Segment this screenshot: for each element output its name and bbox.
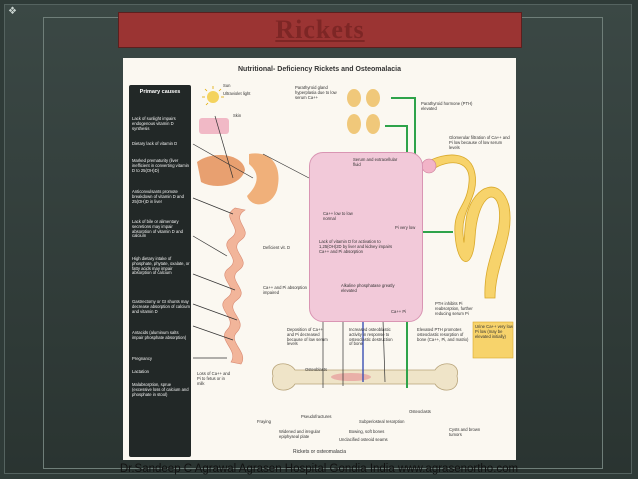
sun-rays xyxy=(202,86,224,106)
skin-graphic xyxy=(199,118,229,134)
label-glomerular: Glomerular filtration of Ca++ and Pi low… xyxy=(449,135,510,150)
urine-box xyxy=(472,321,514,359)
label-osteoblasts: Osteoblasts xyxy=(305,367,328,372)
cause-item: High dietary intake of phosphate, phytat… xyxy=(132,256,190,276)
label-vitd: Lack of vitamin D for activation to 1,25… xyxy=(319,239,393,254)
label-urine: Urine Ca++ very low Pi low (may be eleva… xyxy=(475,324,513,339)
label-pseudofractures: Pseudofractures xyxy=(301,414,332,419)
parathyroid-gland-2 xyxy=(366,89,380,107)
label-parathyroid: Parathyroid gland hyperplasia due to low… xyxy=(295,85,337,100)
kidney-tubule-graphic xyxy=(426,154,511,299)
cause-item: Lack of bile or alimentary secretions ma… xyxy=(132,219,183,239)
parathyroid-gland-4 xyxy=(366,114,380,134)
label-unclacified: Unclacified osteoid seams xyxy=(339,437,388,442)
title-banner: Rickets xyxy=(118,12,522,48)
slide-footer: Dr.Sandeep C Agrawal Agrasen Hospital Go… xyxy=(119,463,519,475)
label-elevated-pth: Elevated PTH promotes osteoclastic resor… xyxy=(417,327,469,342)
cause-item: Lack of sunlight impairs endogenous vita… xyxy=(132,116,176,131)
illustration-graphics xyxy=(192,86,514,391)
sun-icon xyxy=(207,91,219,103)
label-bowing: Bowing, soft bones xyxy=(349,429,385,434)
label-fraying: Fraying xyxy=(257,419,271,424)
primary-causes-panel: Primary causes Lack of sunlight impairs … xyxy=(129,85,191,457)
label-widened: Widened and irregular epiphyseal plate xyxy=(279,429,321,439)
label-absorption: Ca++ and Pi absorption impaired xyxy=(263,285,307,295)
label-deposition: Deposition of Ca++ and Pi decreased beca… xyxy=(287,327,328,347)
label-pi-low: Pi very low xyxy=(395,225,416,230)
cause-item: Pregnancy xyxy=(132,356,153,361)
cause-item: Anticonvulsants promote breakdown of vit… xyxy=(132,189,184,204)
label-subperiosteal: Subperiosteal resorption xyxy=(359,419,405,424)
cause-item: Marked prematurity (liver inefficient in… xyxy=(132,158,189,173)
label-pth-inhibits: PTH inhibits Pi reabsorption, further re… xyxy=(435,301,473,316)
cause-item: Gastrectomy or GI shunts may decrease ab… xyxy=(132,299,190,314)
label-uv: Ultraviolet light xyxy=(223,91,251,96)
label-osteoclasts: Osteoclasts xyxy=(409,409,431,414)
cause-item: Lactation xyxy=(132,369,149,374)
serum-compartment xyxy=(309,152,423,322)
cause-item: Dietary lack of vitamin D xyxy=(132,141,178,146)
cause-item: Antacids (aluminum salts impair phosphat… xyxy=(132,330,187,340)
label-ca-pi: Ca++ Pi xyxy=(391,309,407,314)
bone-marrow-graphic xyxy=(331,373,371,381)
label-alk: Alkaline phosphatase greatly elevated xyxy=(341,283,395,293)
primary-causes-title: Primary causes xyxy=(139,89,181,95)
liver-graphic xyxy=(197,155,245,186)
slide-corner-icon: ❖ xyxy=(8,6,17,17)
plate-footer: Rickets or osteomalacia xyxy=(292,449,347,455)
cause-item: Malabsorption, sprue (excessive loss of … xyxy=(132,382,189,397)
intestine-graphic xyxy=(222,207,246,365)
label-osteoblastic: Increased osteoblastic activity in respo… xyxy=(349,327,393,347)
label-cysts: Cysts and brown tumors xyxy=(449,427,481,437)
label-ca-low: Ca++ low to low normal xyxy=(323,211,353,221)
plate-title: Nutritional- Deficiency Rickets and Oste… xyxy=(238,66,401,73)
label-loss: Loss of Ca++ and Pi to fetus or in milk xyxy=(197,371,231,386)
label-skin: Skin xyxy=(233,113,242,118)
stomach-graphic xyxy=(247,153,279,205)
label-pth: Parathyroid hormone (PTH) elevated xyxy=(421,101,473,111)
parathyroid-gland-1 xyxy=(347,89,361,107)
pathway-arrows xyxy=(192,115,386,388)
label-deficient: Deficient vit. D xyxy=(263,245,290,250)
label-sun: Sun xyxy=(223,83,231,88)
medical-illustration: Nutritional- Deficiency Rickets and Oste… xyxy=(123,58,516,460)
label-serum: Serum and extracellular fluid xyxy=(353,157,398,167)
slide-title: Rickets xyxy=(275,15,365,44)
parathyroid-gland-3 xyxy=(347,114,361,134)
glomerulus-graphic xyxy=(421,158,437,174)
